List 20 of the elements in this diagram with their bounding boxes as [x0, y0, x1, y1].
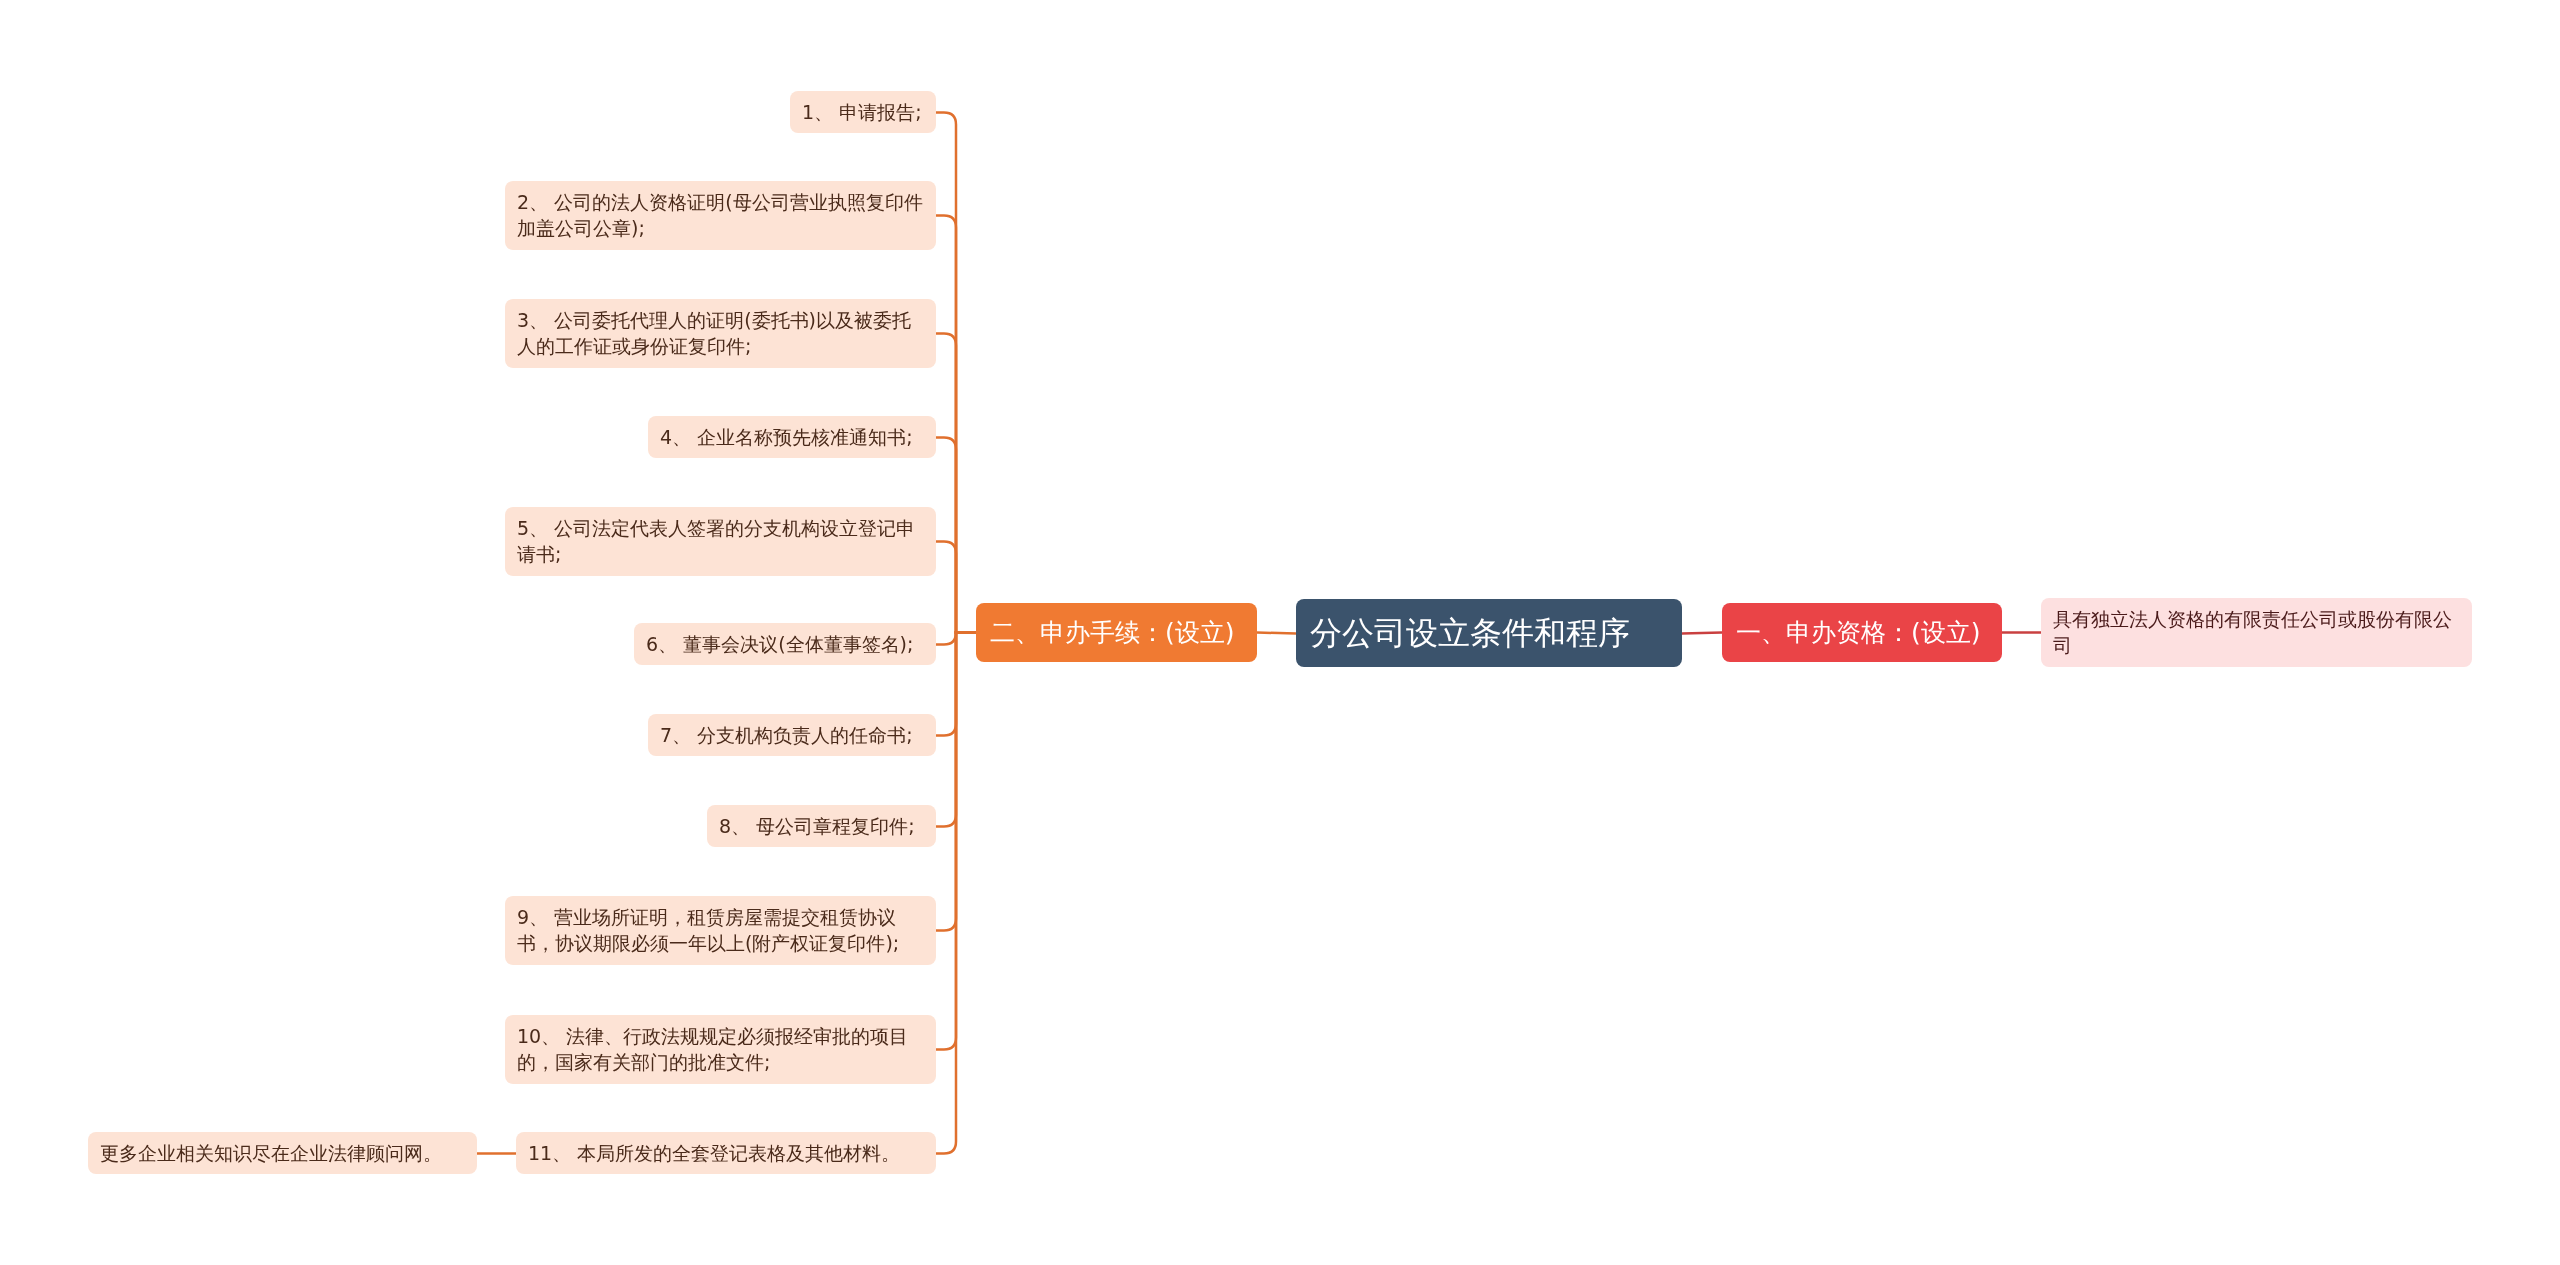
subtopic-box: 8、 母公司章程复印件;	[707, 804, 936, 848]
connector-line	[1681, 631, 1723, 635]
subtopic-box: 具有独立法人资格的有限责任公司或股份有限公司	[2041, 597, 2472, 667]
subtopic-box: 1、 申请报告;	[790, 90, 936, 134]
branch-topic-box: 二、申办手续：(设立)	[976, 602, 1257, 662]
connector-line	[1256, 631, 1297, 635]
root-topic-box: 分公司设立条件和程序	[1296, 598, 1682, 668]
connector-line	[2002, 631, 2041, 634]
subtopic-box: 9、 营业场所证明，租赁房屋需提交租赁协议书，协议期限必须一年以上(附产权证复印件);	[505, 895, 936, 965]
connector-line	[477, 1152, 516, 1155]
subtopic-box: 3、 公司委托代理人的证明(委托书)以及被委托人的工作证或身份证复印件;	[505, 298, 936, 368]
subtopic-box: 11、 本局所发的全套登记表格及其他材料。	[516, 1131, 936, 1175]
branch-topic-box: 一、申办资格：(设立)	[1722, 602, 2002, 662]
subtopic-box: 10、 法律、行政法规规定必须报经审批的项目的，国家有关部门的批准文件;	[505, 1014, 936, 1084]
subtopic-box: 6、 董事会决议(全体董事签名);	[634, 622, 936, 666]
subtopic-box: 2、 公司的法人资格证明(母公司营业执照复印件加盖公司公章);	[505, 180, 936, 250]
subtopic-box: 4、 企业名称预先核准通知书;	[648, 415, 936, 459]
subtopic-box: 7、 分支机构负责人的任命书;	[648, 713, 936, 757]
subtopic-box: 更多企业相关知识尽在企业法律顾问网。	[88, 1131, 477, 1175]
subtopic-box: 5、 公司法定代表人签署的分支机构设立登记申请书;	[505, 506, 936, 576]
